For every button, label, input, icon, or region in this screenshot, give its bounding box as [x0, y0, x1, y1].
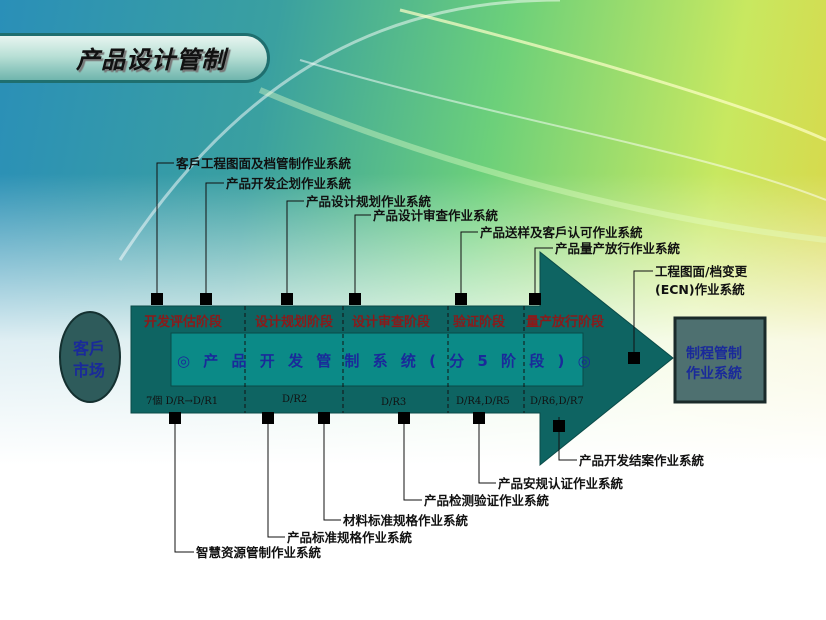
system-label: 工程图面/档变更	[655, 264, 748, 279]
system-label: 产品设计规划作业系統	[306, 194, 432, 209]
connector-node	[553, 420, 565, 432]
connector-node	[398, 412, 410, 424]
system-band	[170, 332, 584, 387]
connector-node	[262, 412, 274, 424]
customer-label: 市场	[73, 361, 105, 380]
connector-node	[151, 293, 163, 305]
stage-label: 开发评估阶段	[144, 314, 222, 330]
customer-node	[59, 311, 121, 403]
design-review-label: D/R2	[282, 394, 307, 405]
connector-node	[473, 412, 485, 424]
system-label: 产品量产放行作业系統	[555, 241, 681, 256]
customer-label: 客戶	[73, 339, 105, 358]
stage-label: 设计规划阶段	[255, 314, 333, 330]
system-label: 产品安规认证作业系統	[498, 476, 624, 491]
design-review-label: D/R3	[381, 397, 406, 408]
stage-label: 验证阶段	[453, 314, 505, 330]
design-review-label: D/R4,D/R5	[456, 396, 510, 407]
system-label: 产品送样及客戶认可作业系統	[480, 225, 643, 240]
system-label: 材料标准规格作业系統	[342, 513, 469, 528]
connector-node	[200, 293, 212, 305]
connector-node	[318, 412, 330, 424]
system-label: 产品标准规格作业系統	[287, 530, 413, 545]
connector-node	[529, 293, 541, 305]
design-review-label: 7個 D/R→D/R1	[146, 394, 218, 407]
page-title: 产品设计管制	[76, 46, 226, 74]
connector-node	[628, 352, 640, 364]
connector-node	[455, 293, 467, 305]
system-label: 智慧资源管制作业系統	[195, 545, 322, 560]
output-label: 作业系統	[686, 365, 742, 382]
connector-node	[281, 293, 293, 305]
connector-node	[169, 412, 181, 424]
band-title: ◎ 产 品 开 发 管 制 系 统 ( 分 5 阶 段 ) ◎	[177, 352, 595, 370]
system-label: 产品开发结案作业系統	[579, 453, 705, 468]
title-banner	[0, 33, 270, 83]
output-label: 制程管制	[686, 345, 742, 362]
design-review-label: D/R6,D/R7	[530, 396, 584, 407]
system-label: 产品检测验证作业系統	[424, 493, 550, 508]
system-label: 产品设计审查作业系統	[373, 208, 499, 223]
connector-node	[349, 293, 361, 305]
stage-label: 设计审查阶段	[352, 314, 430, 330]
stage-label: 量产放行阶段	[526, 314, 604, 330]
system-label: 产品开发企划作业系統	[226, 176, 352, 191]
system-label: (ECN)作业系統	[655, 282, 745, 297]
output-box	[673, 316, 767, 404]
system-label: 客戶工程图面及档管制作业系統	[175, 156, 352, 171]
